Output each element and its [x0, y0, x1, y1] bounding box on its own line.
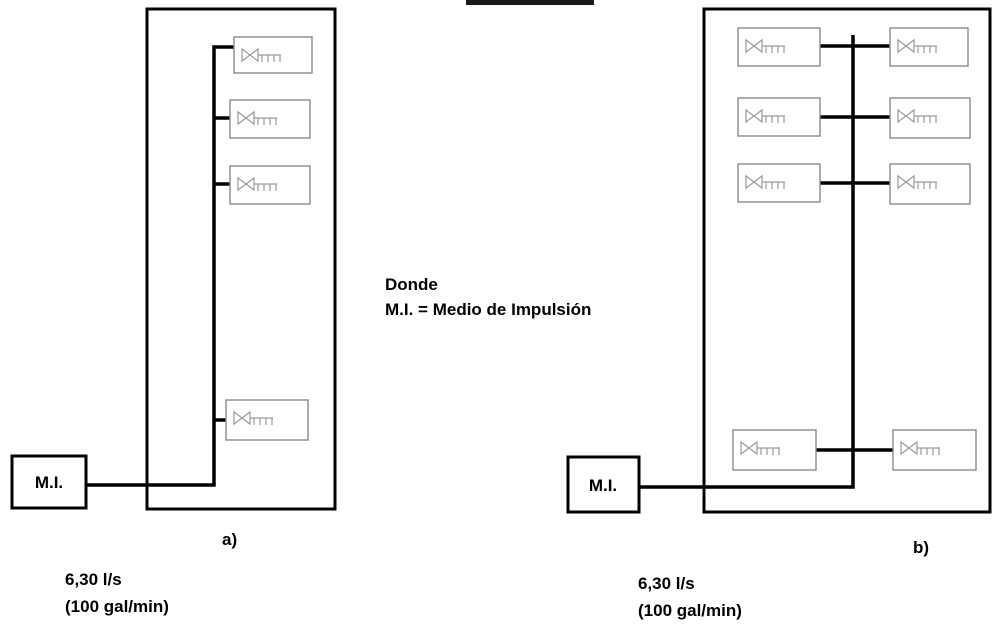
hose-valve-icon [241, 47, 281, 63]
building-outline-a [145, 7, 337, 511]
hose-valve-icon [237, 110, 277, 126]
hose-valve-icon [745, 174, 785, 190]
hose-cabinet [889, 97, 971, 139]
pump-label-b: M.I. [589, 476, 617, 495]
hose-cabinet [737, 27, 821, 67]
hose-valve-icon [897, 108, 937, 124]
flow-rate-b: 6,30 l/s [638, 574, 695, 593]
legend-definition: M.I. = Medio de Impulsión [385, 300, 592, 319]
riser-pipe-a [87, 45, 234, 487]
pump-box-a [10, 454, 88, 510]
hose-cabinet [737, 97, 821, 137]
hose-valve-icon [900, 440, 940, 456]
hose-cabinet [737, 163, 821, 203]
hose-valve-icon [745, 108, 785, 124]
flow-rate-a: 6,30 l/s [65, 570, 122, 589]
pump-label-a: M.I. [35, 473, 63, 492]
pump-box-b [566, 455, 641, 514]
legend-heading: Donde [385, 275, 438, 294]
hose-valve-icon [233, 410, 273, 426]
cropped-heading [466, 0, 594, 5]
hose-cabinet [889, 27, 969, 67]
diagram-a: M.I. [10, 7, 337, 511]
diagram-b: M.I. [566, 7, 992, 514]
hose-valve-icon [745, 38, 785, 54]
hose-cabinet [229, 99, 311, 139]
hose-cabinet [225, 399, 309, 441]
hose-cabinet [229, 165, 311, 205]
flow-rate-a-gpm: (100 gal/min) [65, 597, 169, 616]
hose-valve-icon [237, 176, 277, 192]
riser-pipe-b [640, 35, 893, 489]
hose-valve-icon [740, 440, 780, 456]
flow-rate-b-gpm: (100 gal/min) [638, 601, 742, 620]
diagram-a-label: a) [222, 530, 238, 549]
diagram-b-label: b) [913, 538, 930, 557]
hose-cabinet [732, 429, 817, 471]
hose-valve-icon [897, 174, 937, 190]
building-outline-b [702, 7, 992, 514]
hose-cabinet [892, 429, 977, 471]
hose-cabinet [889, 163, 971, 205]
hose-valve-icon [897, 38, 937, 54]
hose-cabinet [233, 36, 313, 74]
